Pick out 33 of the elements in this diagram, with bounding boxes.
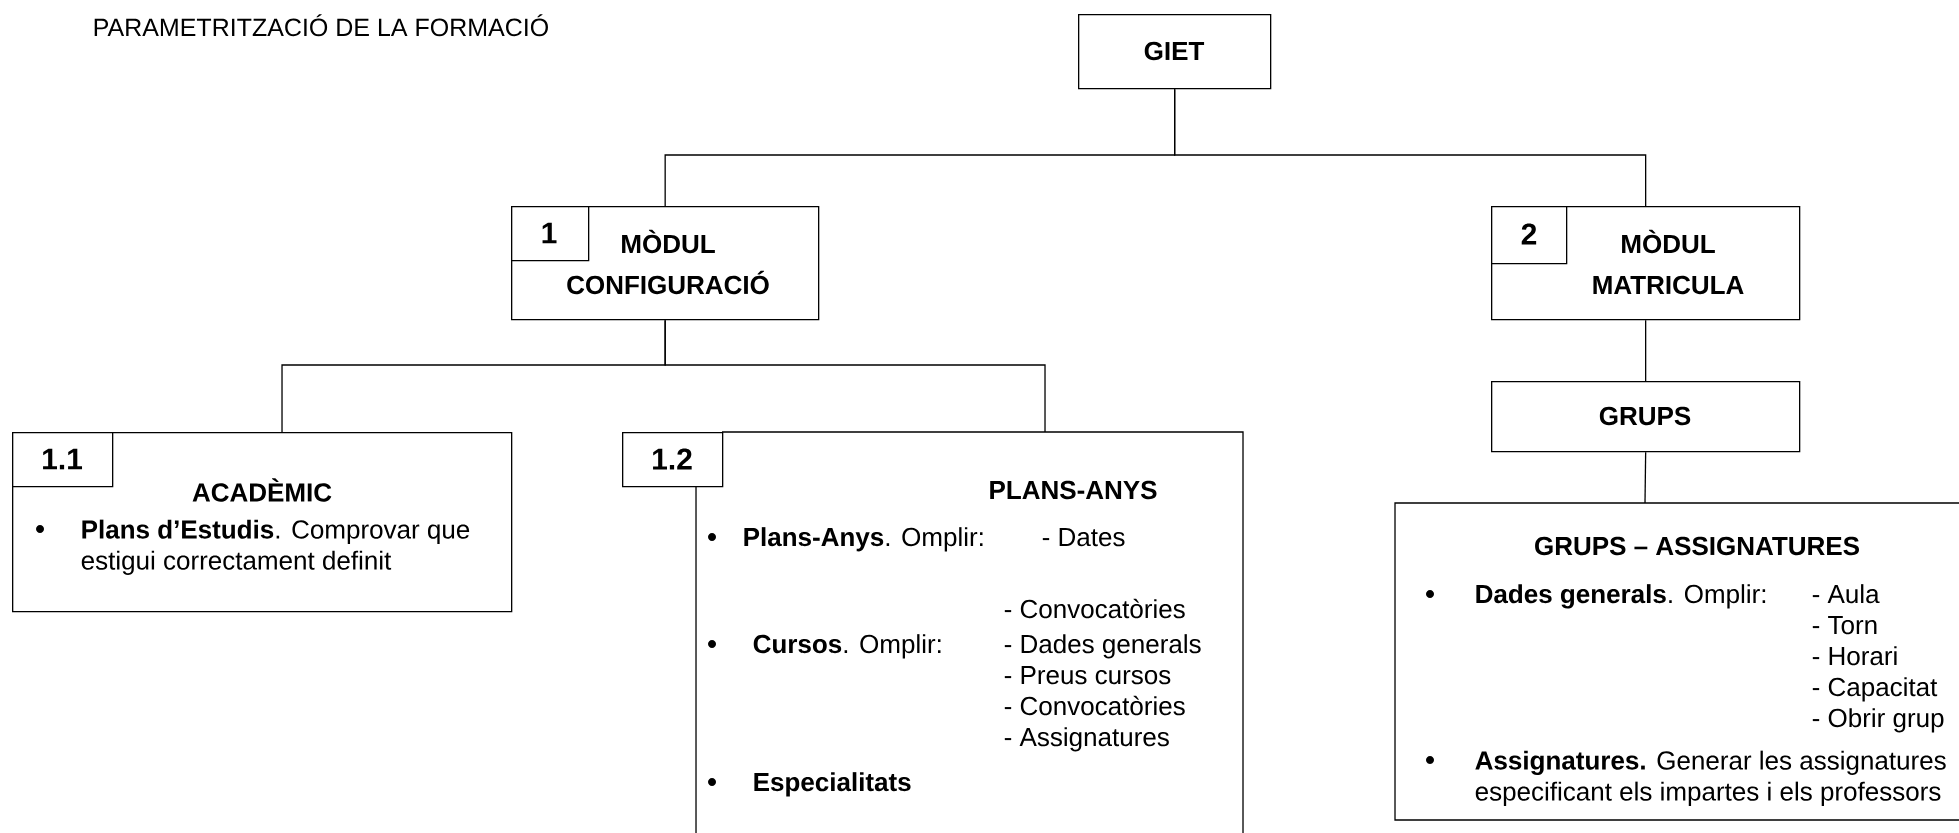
item-text: - Assignatures [1004, 727, 1169, 752]
item-text: Especialitats [754, 772, 911, 797]
number-label: 1 [542, 222, 557, 244]
heading: GIET [1144, 41, 1205, 61]
item-text: - Horari [1812, 646, 1897, 666]
heading: PLANS-ANYS [990, 480, 1157, 500]
connector-line [664, 319, 1046, 433]
item-text: - Convocatòries [1004, 598, 1185, 619]
item-text: - Preus cursos [1004, 666, 1171, 685]
number-label: 2 [1521, 223, 1537, 245]
item-text: Cursos. Omplir: [753, 634, 941, 659]
connector-line [1645, 319, 1647, 382]
number-label: 1.2 [653, 448, 692, 470]
item-text: Assignatures. Generar les assignatures especificant els impartes i els professors [1475, 750, 1946, 806]
title: PARAMETRITZACIÓ DE LA FORMACIÓ [94, 14, 548, 37]
heading: GRUPS – ASSIGNATURES [1535, 536, 1859, 556]
heading: MÒDUL MATRICULA [1593, 229, 1744, 295]
item-text: Plans-Anys. Omplir: [744, 527, 983, 552]
connector-line [1174, 88, 1647, 207]
heading: GRUPS [1599, 406, 1691, 426]
item-text: - Obrir grup [1812, 708, 1944, 733]
heading: ACADÈMIC [192, 478, 332, 502]
item-text: - Aula [1812, 584, 1880, 604]
heading: MÒDUL CONFIGURACIÓ [567, 229, 769, 295]
item-text: - Dates [1042, 528, 1125, 547]
item-text: Dades generals. Omplir: [1476, 584, 1766, 609]
item-text: Plans d’Estudis. Comprovar que estigui correctament definit [81, 519, 470, 575]
item-text: - Convocatòries [1004, 695, 1185, 716]
number-label: 1.1 [43, 448, 83, 470]
item-text: - Torn [1812, 616, 1877, 635]
item-text: - Dades generals [1004, 634, 1201, 659]
item-text: - Capacitat [1812, 677, 1938, 702]
connector-line [1644, 451, 1647, 504]
